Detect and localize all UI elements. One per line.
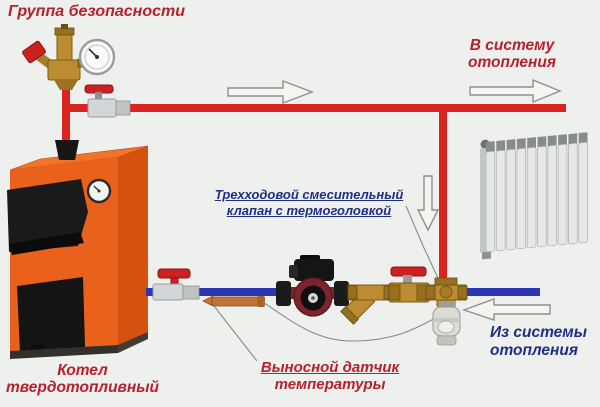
sensor-callout-line	[213, 305, 258, 362]
capillary-tube	[262, 301, 438, 342]
thermostatic-head	[432, 301, 461, 346]
flow-arrow-right-1	[227, 79, 314, 105]
boiler-ash-door	[17, 277, 85, 353]
three-way-callout-line	[405, 205, 439, 279]
supply-ball-valve	[84, 84, 131, 118]
safety-group	[22, 24, 116, 90]
red-lever-ball-valve	[388, 266, 430, 303]
remote-temperature-sensor	[202, 295, 265, 307]
radiator	[480, 132, 588, 260]
label-to-system: В систему отопления	[468, 37, 556, 72]
flow-arrow-right-2	[469, 78, 562, 104]
pressure-gauge	[78, 38, 116, 76]
label-from-system: Из системы отопления	[490, 324, 587, 359]
air-vent	[56, 31, 73, 63]
pressure-relief-valve	[22, 40, 46, 64]
label-boiler: Котел твердотопливный	[6, 362, 159, 397]
label-remote-sensor: Выносной датчик температуры	[260, 359, 400, 394]
solid-fuel-boiler	[7, 140, 149, 359]
y-strainer	[340, 284, 394, 325]
boiler-thermometer	[86, 178, 112, 204]
label-three-way-valve: Трехходовой смесительный клапан с термог…	[214, 187, 404, 219]
boiler-chimney-fitting	[55, 140, 79, 160]
flow-arrow-down	[416, 175, 440, 232]
three-way-mixing-valve	[425, 277, 468, 307]
flow-arrow-left	[461, 297, 551, 321]
circulation-pump	[276, 255, 349, 317]
boiler-return-valve	[152, 268, 200, 301]
boiler-loading-hopper	[7, 179, 88, 252]
label-safety-group: Группа безопасности	[8, 3, 186, 20]
